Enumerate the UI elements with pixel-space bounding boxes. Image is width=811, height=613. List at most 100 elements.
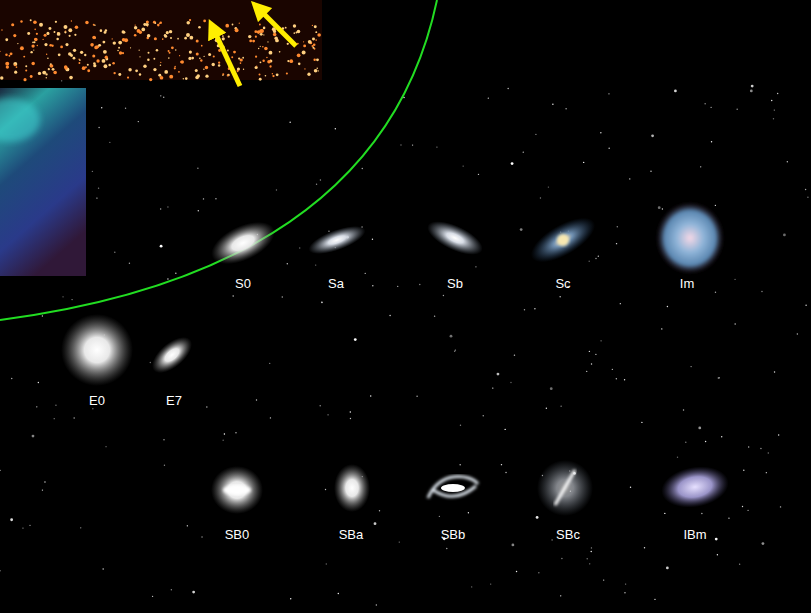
star bbox=[728, 517, 729, 518]
star bbox=[511, 543, 514, 546]
star bbox=[164, 465, 165, 466]
speckle bbox=[27, 32, 30, 35]
speckle bbox=[56, 38, 59, 41]
star bbox=[773, 118, 774, 119]
star bbox=[321, 302, 322, 303]
speckle bbox=[169, 52, 171, 54]
speckle bbox=[227, 50, 229, 52]
speckle bbox=[103, 50, 107, 54]
star bbox=[319, 405, 320, 406]
star bbox=[516, 571, 517, 572]
speckle bbox=[317, 33, 321, 37]
star bbox=[736, 109, 737, 110]
speckle bbox=[201, 45, 203, 47]
star bbox=[29, 525, 30, 526]
speckle bbox=[70, 54, 73, 57]
speckle bbox=[169, 30, 172, 33]
speckle bbox=[44, 34, 47, 37]
speckle bbox=[23, 78, 26, 81]
speckle bbox=[64, 65, 67, 68]
speckle bbox=[94, 25, 95, 26]
star bbox=[436, 146, 437, 147]
star bbox=[734, 323, 735, 324]
star bbox=[55, 405, 56, 406]
galaxy-type-label: SBc bbox=[556, 527, 580, 542]
star bbox=[370, 395, 371, 396]
speckle bbox=[10, 52, 13, 55]
star bbox=[501, 464, 502, 465]
star bbox=[561, 558, 562, 559]
star bbox=[434, 315, 435, 316]
star bbox=[807, 197, 808, 198]
star bbox=[488, 97, 489, 98]
star bbox=[412, 144, 413, 145]
speckle bbox=[139, 31, 142, 34]
speckle bbox=[259, 78, 262, 81]
star bbox=[734, 279, 735, 280]
speckle bbox=[227, 74, 230, 77]
star bbox=[320, 179, 321, 180]
speckle bbox=[1, 29, 2, 30]
speckle bbox=[285, 27, 287, 29]
star bbox=[600, 340, 601, 341]
speckle bbox=[55, 21, 57, 23]
speckle bbox=[85, 21, 88, 24]
speckle bbox=[257, 30, 261, 34]
speckle bbox=[118, 47, 120, 49]
galaxy-type-label: IBm bbox=[683, 527, 706, 542]
speckle bbox=[298, 63, 301, 66]
star bbox=[743, 469, 744, 470]
speckle bbox=[199, 58, 201, 60]
speckle bbox=[184, 37, 187, 40]
star bbox=[644, 547, 645, 548]
star bbox=[475, 266, 476, 267]
star bbox=[504, 429, 505, 430]
speckle bbox=[195, 76, 199, 80]
speckle bbox=[14, 71, 17, 74]
speckle bbox=[78, 62, 80, 64]
star bbox=[471, 586, 472, 587]
speckle bbox=[255, 66, 258, 69]
star bbox=[698, 427, 701, 430]
star bbox=[175, 273, 176, 274]
star bbox=[354, 338, 357, 341]
speckle bbox=[16, 66, 18, 68]
speckle bbox=[38, 72, 41, 75]
star bbox=[163, 97, 164, 98]
speckle bbox=[46, 77, 47, 78]
star bbox=[397, 286, 398, 287]
star bbox=[523, 151, 524, 152]
speckle bbox=[93, 64, 96, 67]
star bbox=[661, 328, 662, 329]
speckle bbox=[60, 46, 63, 49]
speckle bbox=[314, 69, 318, 73]
star bbox=[328, 230, 329, 231]
star bbox=[316, 184, 317, 185]
star bbox=[768, 452, 769, 453]
speckle bbox=[249, 40, 252, 43]
star bbox=[721, 436, 722, 437]
star bbox=[32, 435, 35, 438]
speckle bbox=[0, 51, 1, 52]
star bbox=[44, 481, 45, 482]
star bbox=[742, 506, 743, 507]
star bbox=[704, 103, 705, 104]
star bbox=[399, 541, 400, 542]
star bbox=[598, 255, 599, 256]
speckle bbox=[203, 68, 204, 69]
speckle bbox=[260, 46, 261, 47]
star bbox=[102, 568, 103, 569]
speckle bbox=[231, 56, 233, 58]
speckle bbox=[205, 75, 208, 78]
speckle bbox=[139, 73, 141, 75]
speckle bbox=[264, 47, 268, 51]
speckle bbox=[169, 75, 173, 79]
speckle bbox=[153, 58, 155, 60]
speckle bbox=[312, 47, 314, 49]
speckle bbox=[96, 59, 99, 62]
galaxy-type-label: SBa bbox=[339, 527, 364, 542]
star bbox=[198, 210, 199, 211]
speckle bbox=[20, 46, 24, 50]
speckle bbox=[196, 52, 199, 55]
speckle bbox=[308, 40, 312, 44]
